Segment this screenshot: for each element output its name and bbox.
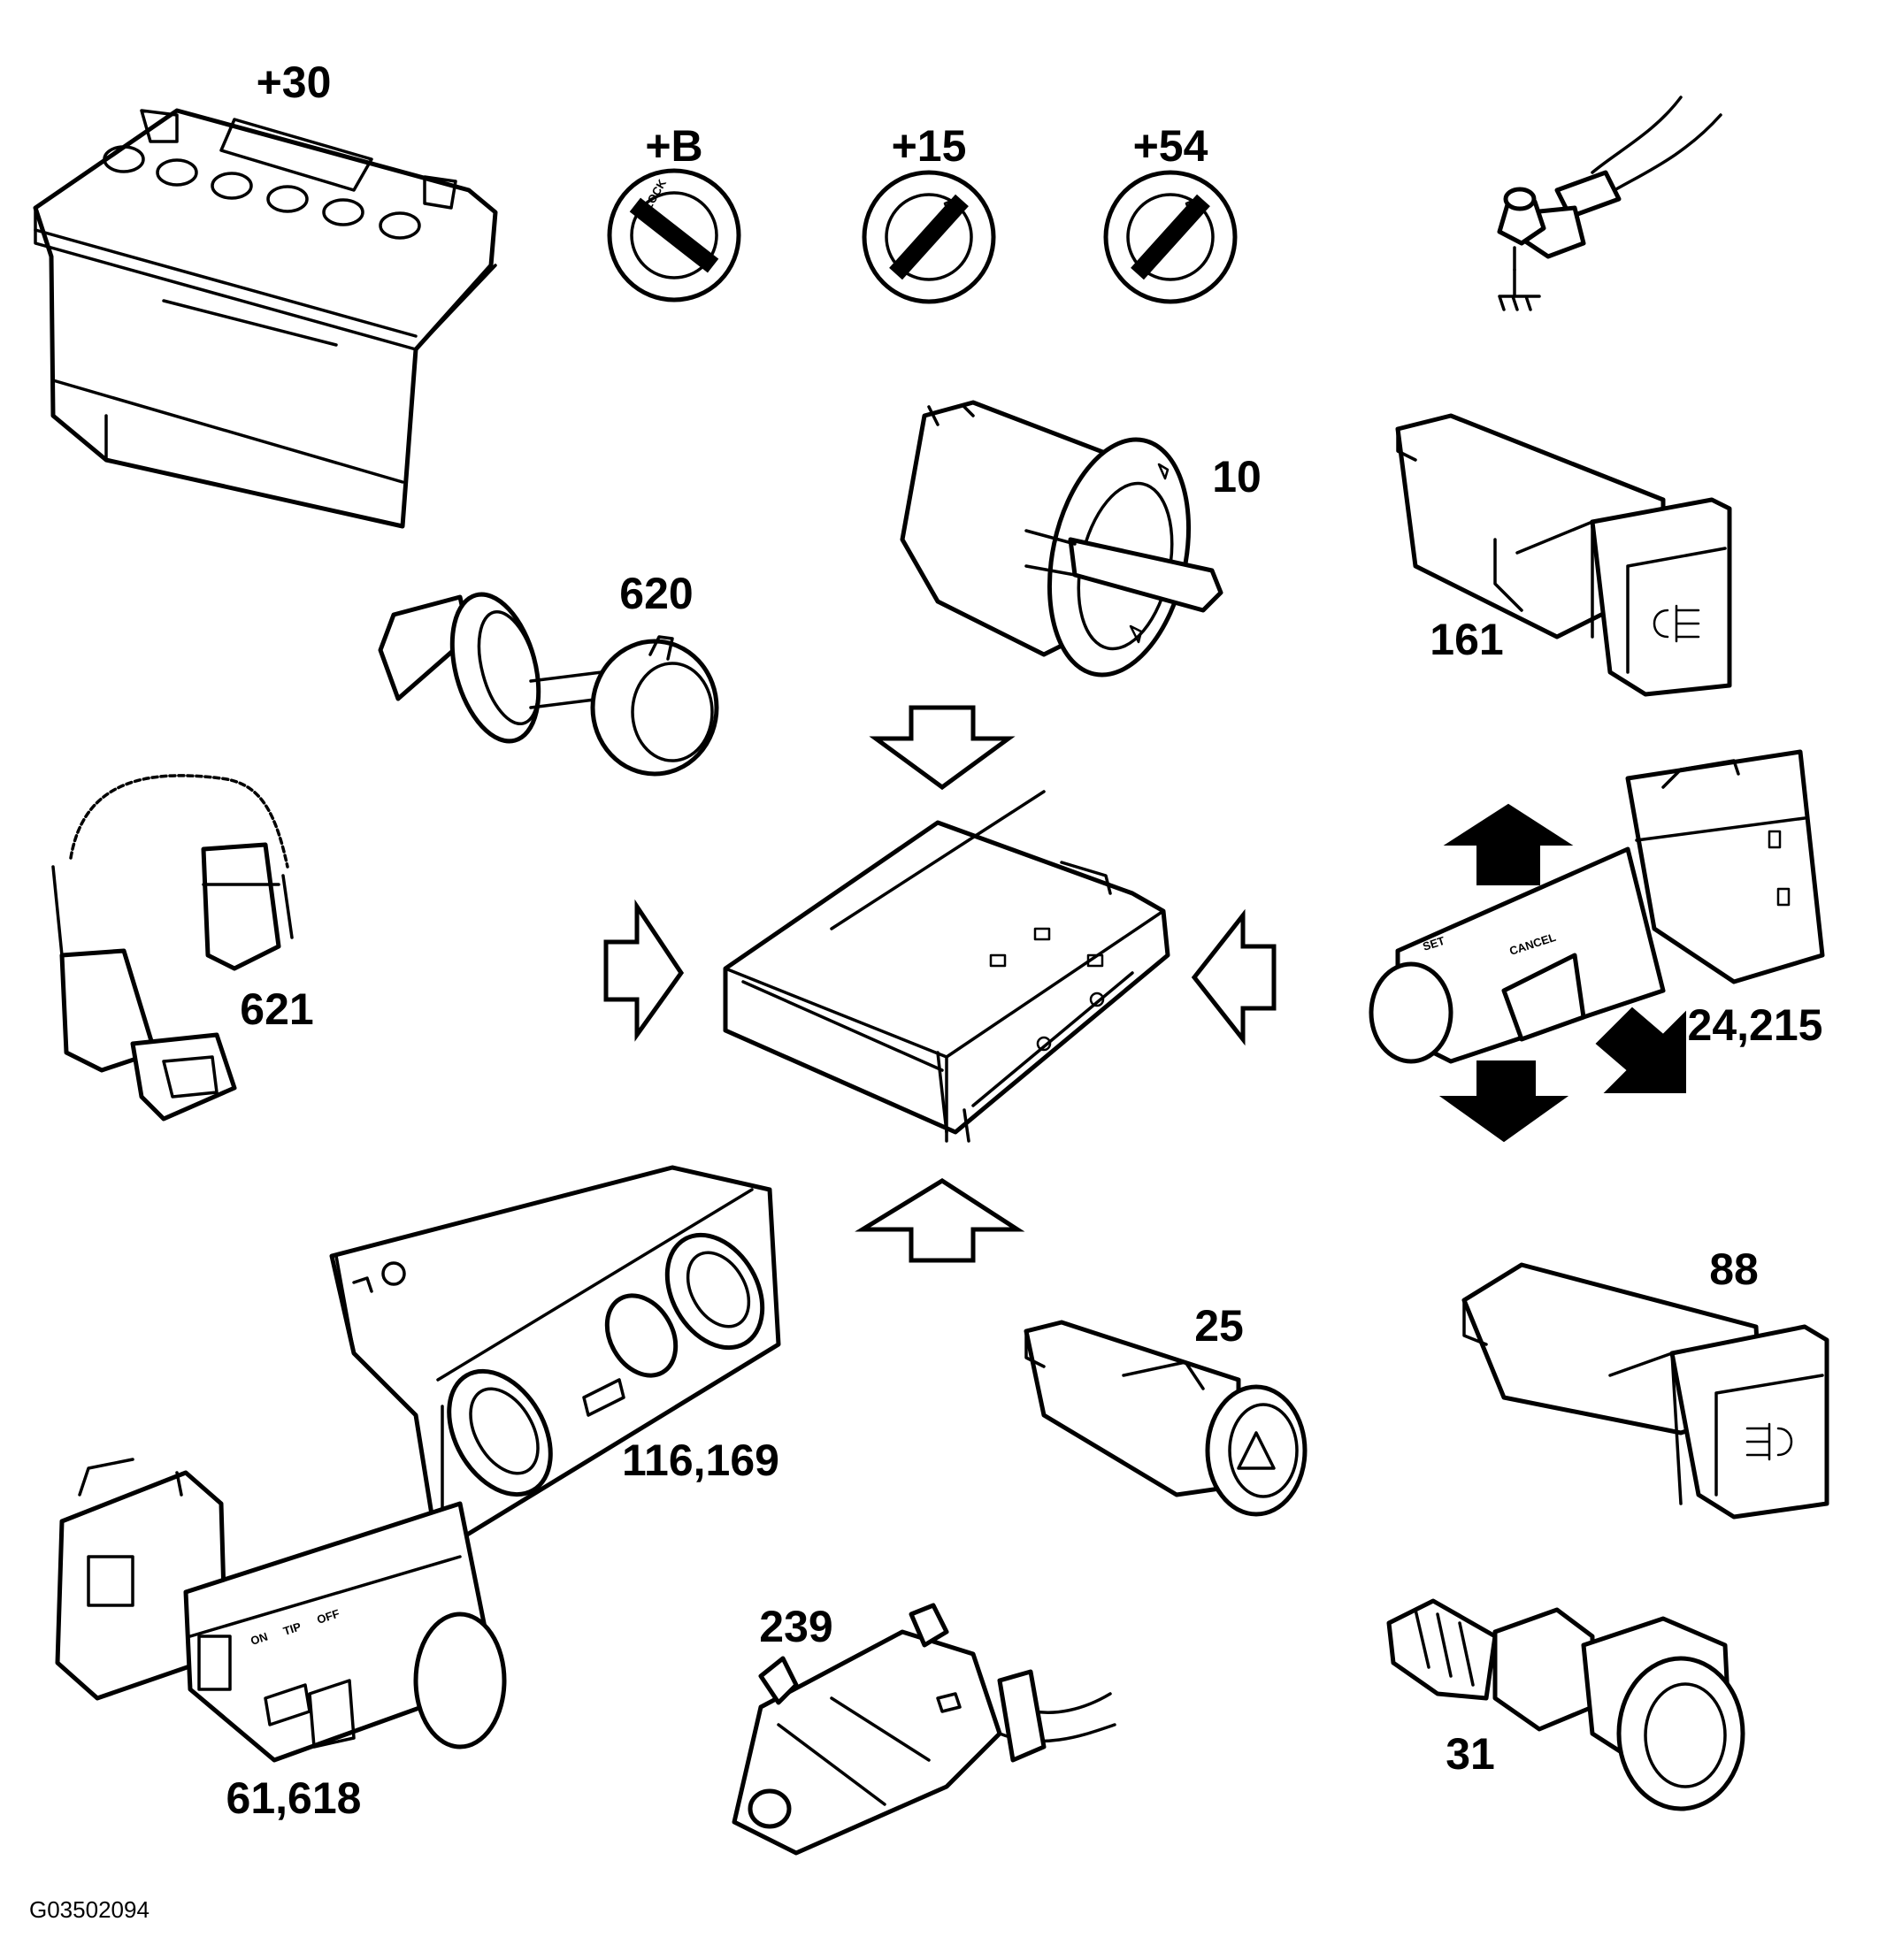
sensor-621-label: 621 xyxy=(240,984,313,1034)
switch-161-drawing xyxy=(1395,413,1732,697)
wiper-on-text: ON xyxy=(249,1630,269,1648)
switch-161-label: 161 xyxy=(1430,615,1503,664)
ignition-15-label: +15 xyxy=(892,121,967,171)
ignition-b-drawing: LOCK xyxy=(607,168,741,302)
wiper-motor-drawing xyxy=(732,1603,1116,1856)
temp-sender-label: 31 xyxy=(1446,1729,1495,1779)
temp-sender-drawing xyxy=(1386,1598,1745,1811)
central-module-drawing xyxy=(723,790,1170,1143)
ignition-54-drawing xyxy=(1103,170,1238,304)
battery-label: +30 xyxy=(257,57,332,107)
ground-terminal-drawing xyxy=(1497,96,1722,311)
stalk-right-drawing: SET CANCEL xyxy=(1369,749,1825,1143)
hazard-switch-drawing xyxy=(1024,1320,1308,1517)
hazard-switch-label: 25 xyxy=(1194,1301,1244,1351)
arrow-diagonal-solid xyxy=(1595,1007,1686,1093)
arrow-down xyxy=(869,705,1016,791)
heater-control-label: 116,169 xyxy=(622,1436,779,1485)
wiper-stalk-drawing: ON TIP OFF xyxy=(55,1458,507,1763)
ignition-15-drawing xyxy=(862,170,996,304)
figure-id: G03502094 xyxy=(29,1896,150,1923)
ignition-54-label: +54 xyxy=(1133,121,1208,171)
wiper-motor-label: 239 xyxy=(759,1602,832,1651)
arrow-down-solid xyxy=(1438,1060,1569,1143)
bulb-620-drawing xyxy=(378,592,719,777)
battery-drawing xyxy=(33,108,498,529)
fog-switch-88-drawing xyxy=(1461,1262,1829,1520)
arrow-left xyxy=(1191,908,1277,1046)
arrow-up xyxy=(855,1178,1025,1263)
arrow-up-solid xyxy=(1443,803,1574,885)
wiper-stalk-label: 61,618 xyxy=(226,1773,362,1823)
light-switch-drawing xyxy=(900,400,1223,678)
bulb-620-label: 620 xyxy=(619,569,693,618)
wiper-tip-text: TIP xyxy=(281,1619,303,1638)
stalk-right-label: 24,215 xyxy=(1688,1000,1823,1050)
arrow-right xyxy=(603,899,685,1042)
sensor-621-drawing xyxy=(51,774,294,1122)
stalk-set-text: SET xyxy=(1421,934,1446,953)
ignition-b-label: +B xyxy=(645,121,702,171)
light-switch-label: 10 xyxy=(1212,452,1262,501)
fog-switch-88-label: 88 xyxy=(1709,1244,1759,1294)
